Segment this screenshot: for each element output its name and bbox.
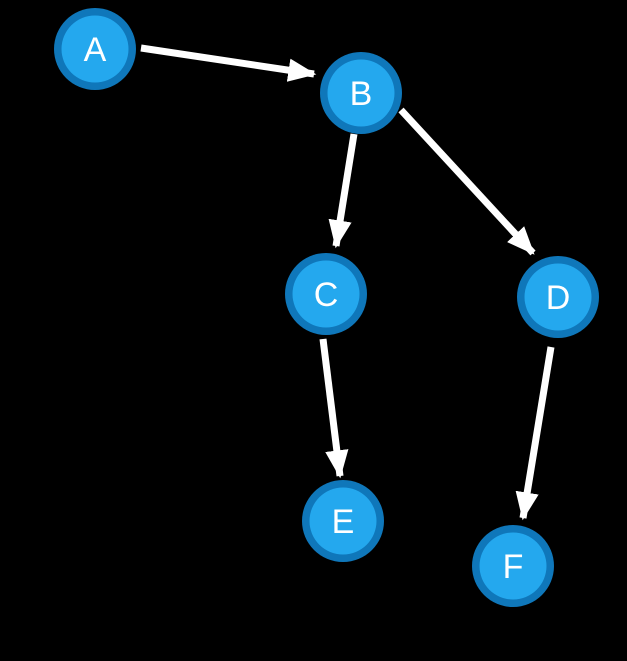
node-body: [327, 59, 395, 127]
graph-node-A[interactable]: A: [54, 8, 136, 90]
node-body: [524, 263, 592, 331]
node-body: [61, 15, 129, 83]
edge-B-D: [398, 107, 536, 256]
node-body: [309, 487, 377, 555]
graph-node-D[interactable]: D: [517, 256, 599, 338]
edge-D-F: [515, 346, 555, 521]
graph-node-C[interactable]: C: [285, 253, 367, 335]
graph-node-F[interactable]: F: [472, 525, 554, 607]
edges-layer: [140, 44, 555, 521]
node-body: [292, 260, 360, 328]
graph-node-E[interactable]: E: [302, 480, 384, 562]
edge-B-C: [328, 133, 358, 249]
nodes-layer: A B C D E F: [54, 8, 599, 607]
graph-node-B[interactable]: B: [320, 52, 402, 134]
node-body: [479, 532, 547, 600]
edge-C-E: [319, 338, 349, 479]
edge-A-B: [140, 44, 317, 82]
